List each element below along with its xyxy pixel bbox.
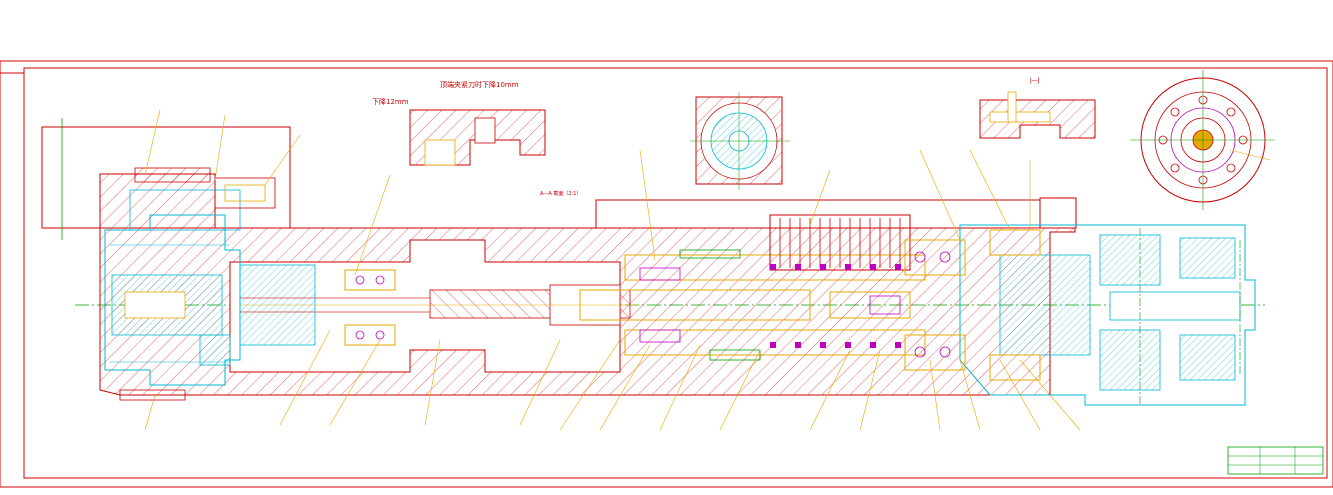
right-head-assembly — [959, 224, 1256, 406]
top-note-label: 顶端夹紧刀时下降10mm — [440, 80, 519, 89]
section-view-top: 顶端夹紧刀时下降10mm 下降12mm A—A 截面（2:1） — [372, 80, 581, 197]
square-section-view — [690, 92, 790, 190]
section-view-jj: J—J — [979, 77, 1096, 139]
center-spindle — [579, 249, 926, 361]
left-chuck-assembly — [104, 189, 316, 386]
title-block — [1227, 446, 1324, 475]
section-jj-label: J—J — [1029, 77, 1040, 84]
circular-end-view — [1130, 70, 1275, 210]
spindle-bore — [229, 239, 640, 373]
disc-spring-stack — [769, 214, 911, 348]
drawing-frame — [0, 60, 1333, 488]
left-bearing-set — [344, 269, 396, 346]
section-note-label: A—A 截面（2:1） — [540, 190, 581, 197]
right-bearing-set — [904, 229, 1041, 381]
leader-lines — [144, 109, 1271, 431]
top-left-detail — [119, 167, 276, 401]
left-note-label: 下降12mm — [372, 97, 409, 106]
